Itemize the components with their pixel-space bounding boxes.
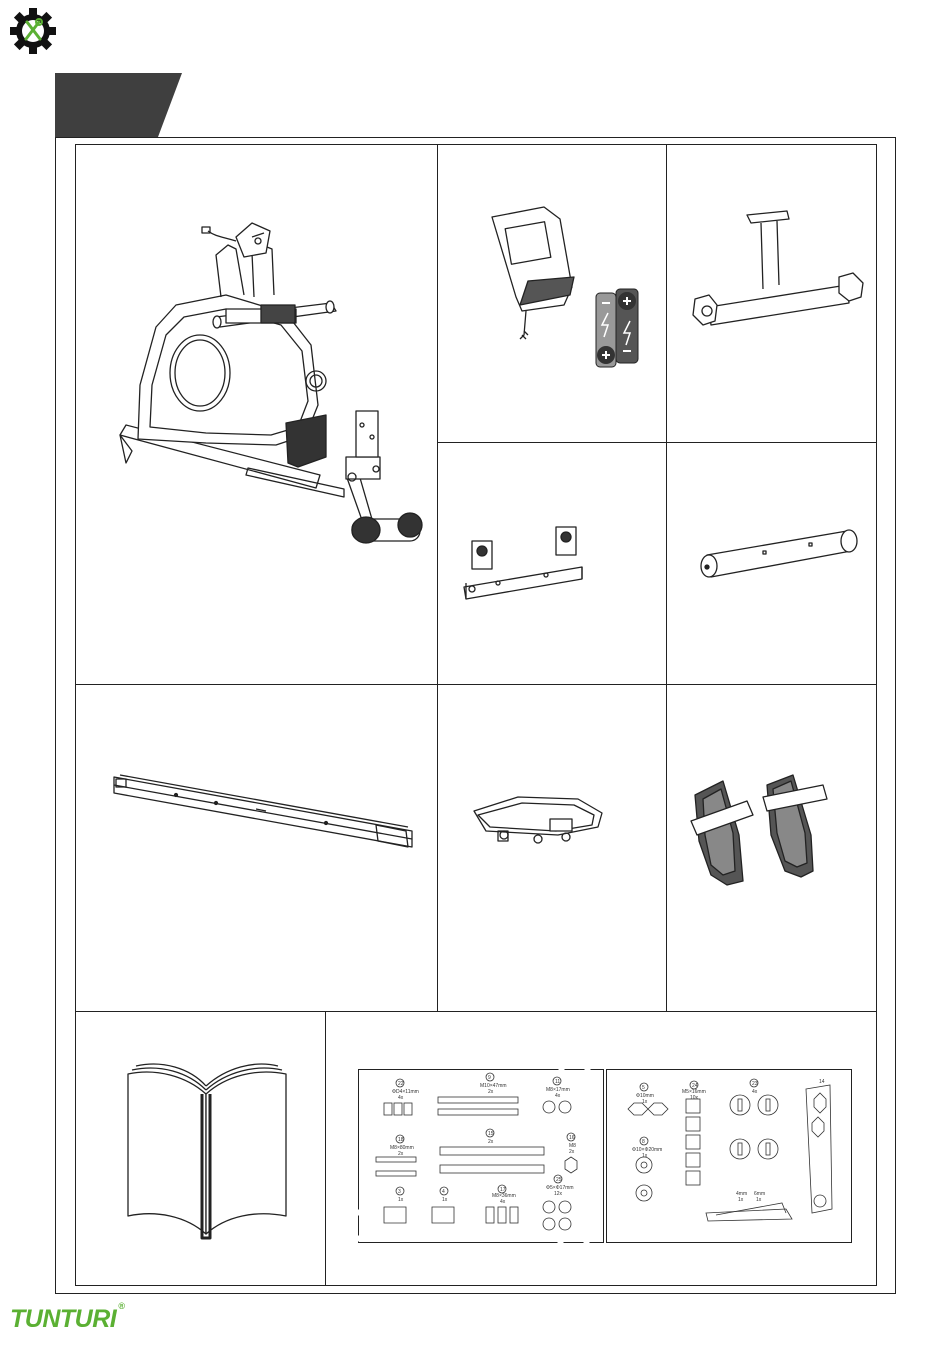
hw-right-item-1-num: 5	[642, 1085, 645, 1091]
hw-right-item-1-qty: 1x	[642, 1099, 648, 1105]
hw-left-item-5-qty: 2x	[398, 1151, 404, 1157]
rowing-machine-main-frame-drawing	[76, 145, 437, 684]
hw-right-item-4-qty: 1x	[642, 1153, 648, 1159]
hw-left-item-4-num: 15	[488, 1131, 494, 1137]
cell-front-stabilizer	[437, 442, 667, 685]
cell-seat	[437, 684, 667, 1012]
section-banner	[55, 73, 185, 137]
hw-left-item-6-qty: 2x	[569, 1149, 575, 1155]
cell-manual	[75, 1011, 326, 1286]
hw-left-item-8-qty: 1x	[442, 1197, 448, 1203]
page-frame-bottom-line	[55, 1293, 896, 1294]
hw-left-item-5-num: 18	[398, 1137, 404, 1143]
hw-left-item-1-spec: ΦD4×11mm	[392, 1089, 419, 1095]
cell-console-and-batteries	[437, 144, 667, 443]
brand-logo-icon	[10, 8, 56, 54]
pedals-drawing	[667, 685, 876, 1011]
brand-name: TUNTURI	[10, 1305, 116, 1333]
hw-left-item-10-qty: 12x	[554, 1191, 563, 1197]
cell-pedals	[666, 684, 877, 1012]
hw-left-item-3-qty: 4x	[555, 1093, 561, 1099]
seat-drawing	[438, 685, 666, 1011]
hardware-box-right: 14 5 Φ10mm 1x 24 M5×16mm 10x 23 4x 8 Φ10…	[606, 1069, 852, 1243]
console-and-batteries-drawing	[438, 145, 666, 442]
hw-left-item-7-num: 3	[398, 1189, 401, 1195]
cell-front-roller-tube	[666, 442, 877, 685]
hw-left-item-10-num: 25	[556, 1177, 562, 1183]
hw-left-item-1-num: 22	[398, 1081, 404, 1087]
cell-main-frame	[75, 144, 438, 685]
front-stabilizer-drawing	[438, 443, 666, 684]
hw-right-item-3-num: 23	[752, 1081, 758, 1087]
hw-left-item-4-qty: 2x	[488, 1139, 494, 1145]
hw-right-item-2-qty: 10x	[690, 1095, 699, 1101]
hw-left-item-2-qty: 2x	[488, 1089, 494, 1095]
hw-right-item-14-num: 14	[819, 1079, 825, 1085]
battery-icon	[596, 289, 638, 367]
hw-left-item-9-qty: 4x	[500, 1199, 506, 1205]
brand-logo: TUNTURI®	[10, 1305, 124, 1335]
hw-left-item-6-num: 16	[569, 1135, 575, 1141]
registered-mark: ®	[118, 1301, 124, 1311]
rail-drawing	[76, 685, 437, 1011]
hardware-box-left: 22 ΦD4×11mm 4x 9 M10×47mm 2x 11 M8×17mm …	[358, 1069, 604, 1243]
hw-left-item-3-num: 11	[555, 1079, 560, 1085]
allen-key-2-qty: 1x	[756, 1197, 762, 1203]
allen-key-1-qty: 1x	[738, 1197, 744, 1203]
hw-right-item-4-num: 8	[642, 1139, 645, 1145]
hw-right-item-3-qty: 4x	[752, 1089, 758, 1095]
hw-left-item-8-num: 4	[442, 1189, 445, 1195]
hw-left-item-2-num: 9	[488, 1075, 491, 1081]
manual-book-icon	[76, 1012, 325, 1285]
cell-rear-stabilizer	[666, 144, 877, 443]
hw-left-item-7-qty: 1x	[398, 1197, 404, 1203]
hw-left-item-1-qty: 4x	[398, 1095, 404, 1101]
rear-stabilizer-drawing	[667, 145, 876, 442]
front-roller-tube-drawing	[667, 443, 876, 684]
cell-rail	[75, 684, 438, 1012]
